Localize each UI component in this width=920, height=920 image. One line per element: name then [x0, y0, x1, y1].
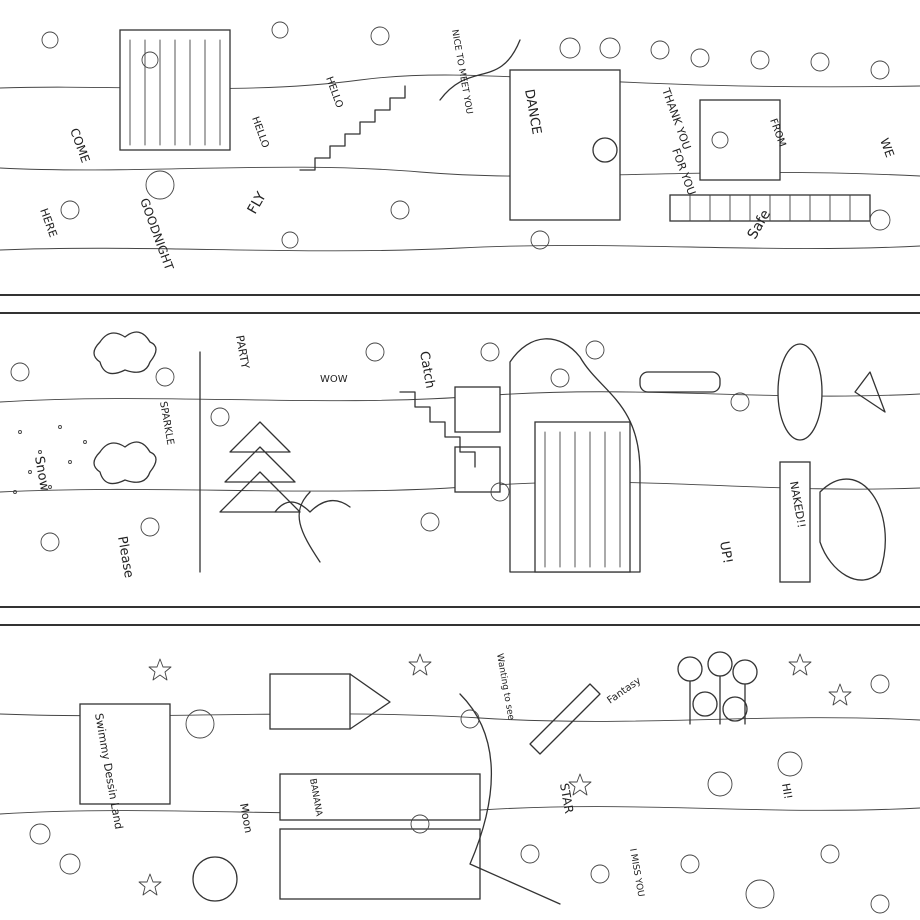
word-hello-2: HELLO [249, 115, 270, 149]
word-come: COME [67, 126, 92, 164]
word-please: Please [114, 535, 136, 579]
word-moon: Moon [237, 802, 255, 834]
word-goodnight: GOODNIGHT [137, 196, 176, 272]
word-we: WE [877, 136, 897, 159]
word-for-you: FOR YOU [669, 147, 698, 197]
word-party: PARTY [233, 334, 252, 370]
word-hello: HELLO [323, 75, 344, 109]
word-nice-to-meet-you: NICE TO MEET YOU [449, 29, 474, 115]
strip-2-bottom-edge [0, 606, 920, 608]
word-here: HERE [37, 207, 59, 240]
word-thank-you: THANK YOU [659, 86, 694, 152]
strip-2-top-edge [0, 312, 920, 314]
strip-1-bottom-edge [0, 294, 920, 296]
word-wanting-to-see: Wanting to see [494, 653, 516, 722]
coloring-strip-2: WOW PARTY SPARKLE Catch Snow Please UP! … [0, 312, 920, 606]
word-up: UP! [716, 540, 735, 565]
strip-2-drawing: WOW PARTY SPARKLE Catch Snow Please UP! … [0, 331, 920, 583]
word-i-miss-you: I MISS YOU [627, 848, 645, 898]
coloring-strip-3: Swimmy Dessin Land Moon BANANA Wanting t… [0, 624, 920, 920]
strip-3-drawing: Swimmy Dessin Land Moon BANANA Wanting t… [0, 651, 920, 914]
word-star: STAR [557, 782, 576, 815]
word-fly: FLY [245, 189, 270, 217]
word-wow: WOW [320, 374, 348, 385]
word-fantasy: Fantasy [605, 675, 643, 706]
word-hi: HI! [779, 782, 795, 800]
word-sparkle: SPARKLE [157, 401, 175, 446]
word-catch: Catch [416, 350, 437, 390]
strip-1-drawing: GOODNIGHT FLY HELLO HELLO NICE TO MEET Y… [0, 21, 920, 273]
word-snow: Snow [31, 455, 52, 493]
coloring-strip-1: GOODNIGHT FLY HELLO HELLO NICE TO MEET Y… [0, 0, 920, 294]
strip-3-top-edge [0, 624, 920, 626]
